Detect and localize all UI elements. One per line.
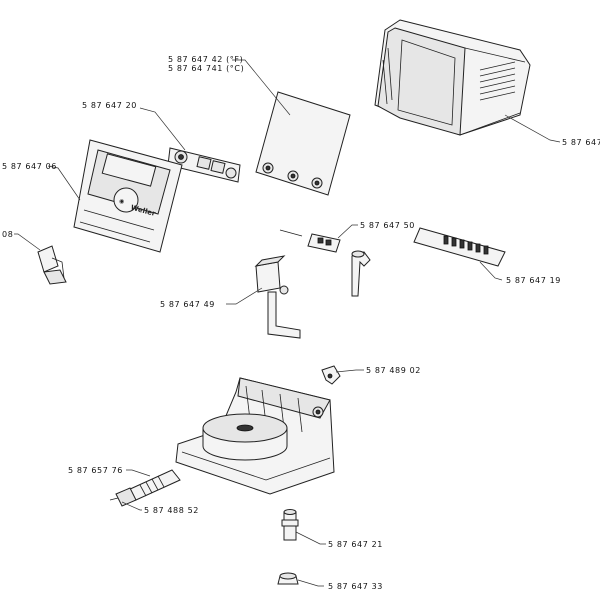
leader-terminal-board bbox=[479, 261, 503, 281]
label-terminal-board: 5 87 647 19 bbox=[506, 276, 561, 285]
valve-part bbox=[254, 255, 301, 339]
leader-valve bbox=[226, 287, 263, 305]
label-valve: 5 87 647 49 bbox=[160, 300, 215, 309]
leader-socket-panel bbox=[139, 107, 186, 151]
front-panel-part: ◉ Weller bbox=[73, 139, 183, 253]
leader-display-board bbox=[232, 59, 291, 116]
terminal-board-part bbox=[413, 227, 506, 267]
leader-connector bbox=[337, 224, 358, 239]
pump-cylinder-icon bbox=[202, 413, 288, 461]
hose-adapter-part bbox=[109, 469, 181, 507]
front-panel-logo: ◉ bbox=[119, 198, 124, 205]
knob-icon bbox=[262, 162, 323, 189]
label-foot: 5 87 647 33 bbox=[328, 582, 383, 591]
leader-clip bbox=[335, 369, 364, 373]
connector-part bbox=[279, 229, 341, 253]
leader-front-panel bbox=[47, 165, 81, 201]
leader-foot bbox=[297, 579, 324, 587]
leader-housing-cover bbox=[504, 114, 561, 143]
leader-nozzle bbox=[295, 531, 326, 545]
socket-panel-part bbox=[167, 147, 241, 183]
label-housing-cover: 5 87 647 bbox=[562, 138, 600, 147]
label-socket-panel: 5 87 647 20 bbox=[82, 101, 137, 110]
label-bracket-left: 08 bbox=[2, 230, 13, 239]
label-display-board-c: 5 87 64 741 (°C) bbox=[168, 64, 244, 73]
label-front-panel: 5 87 647 06 bbox=[2, 162, 57, 171]
label-display-board-f: 5 87 647 42 (°F) bbox=[168, 55, 243, 64]
label-filter: 5 87 488 52 bbox=[144, 506, 199, 515]
ribs-icon bbox=[139, 475, 165, 497]
terminal-block-icon bbox=[443, 235, 489, 255]
leader-filter bbox=[121, 501, 142, 511]
housing-cover-part bbox=[374, 19, 531, 136]
label-connector: 5 87 647 50 bbox=[360, 221, 415, 230]
leader-hose-adapter bbox=[126, 469, 151, 477]
label-nozzle: 5 87 647 21 bbox=[328, 540, 383, 549]
label-clip: 5 87 489 02 bbox=[366, 366, 421, 375]
foot-part bbox=[277, 572, 299, 585]
display-board-part bbox=[255, 91, 351, 196]
nozzle-part bbox=[281, 509, 299, 541]
elbow-tube-part bbox=[351, 250, 371, 297]
clip-part bbox=[321, 365, 341, 385]
vent-slots-icon bbox=[479, 61, 516, 101]
bracket-left-part bbox=[37, 245, 67, 285]
label-hose-adapter: 5 87 657 76 bbox=[68, 466, 123, 475]
base-unit-part bbox=[175, 377, 335, 495]
leader-bracket-left bbox=[14, 233, 41, 251]
